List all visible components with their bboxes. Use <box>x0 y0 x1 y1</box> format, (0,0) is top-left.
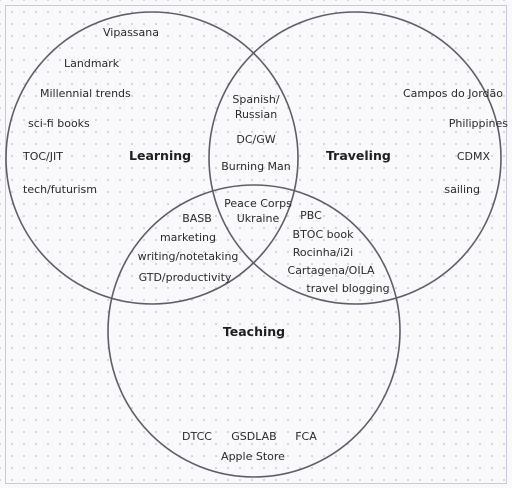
learning-teaching-item: marketing <box>159 231 217 244</box>
set-title-learning: Learning <box>129 148 192 163</box>
traveling-item: Campos do Jordão <box>402 87 503 100</box>
learning-item: tech/futurism <box>23 183 97 196</box>
learning-traveling-item: DC/GW <box>236 133 276 146</box>
traveling-circle <box>208 11 502 305</box>
diagram-frame <box>5 5 507 484</box>
set-title-teaching: Teaching <box>222 324 286 339</box>
traveling-item: CDMX <box>456 150 490 163</box>
traveling-teaching-item: Rocinha/i2i <box>292 246 354 259</box>
set-title-traveling: Traveling <box>326 148 391 163</box>
traveling-item: Philippines <box>448 117 508 130</box>
teaching-item: GSDLAB <box>231 430 277 443</box>
traveling-teaching-item: BTOC book <box>292 228 354 241</box>
learning-teaching-item: BASB <box>182 212 212 225</box>
teaching-item: Apple Store <box>221 450 285 463</box>
learning-item: Millennial trends <box>40 87 131 100</box>
teaching-item: FCA <box>295 430 317 443</box>
learning-item: Vipassana <box>103 26 159 39</box>
learning-circle <box>5 11 299 305</box>
learning-teaching-item: GTD/productivity <box>138 271 232 284</box>
learning-traveling-item: Burning Man <box>221 160 291 173</box>
all-three-item: Peace Corps Ukraine <box>224 197 292 225</box>
learning-item: sci-fi books <box>28 117 90 130</box>
teaching-circle <box>107 184 401 478</box>
teaching-item: DTCC <box>182 430 212 443</box>
traveling-teaching-item: PBC <box>300 209 322 222</box>
traveling-item: sailing <box>444 183 480 196</box>
learning-traveling-item: Spanish/ Russian <box>232 93 280 121</box>
learning-item: Landmark <box>64 57 120 70</box>
learning-teaching-item: writing/notetaking <box>137 250 239 263</box>
traveling-teaching-item: travel blogging <box>306 282 390 295</box>
traveling-teaching-item: Cartagena/OILA <box>287 264 375 277</box>
learning-item: TOC/JIT <box>23 150 63 163</box>
